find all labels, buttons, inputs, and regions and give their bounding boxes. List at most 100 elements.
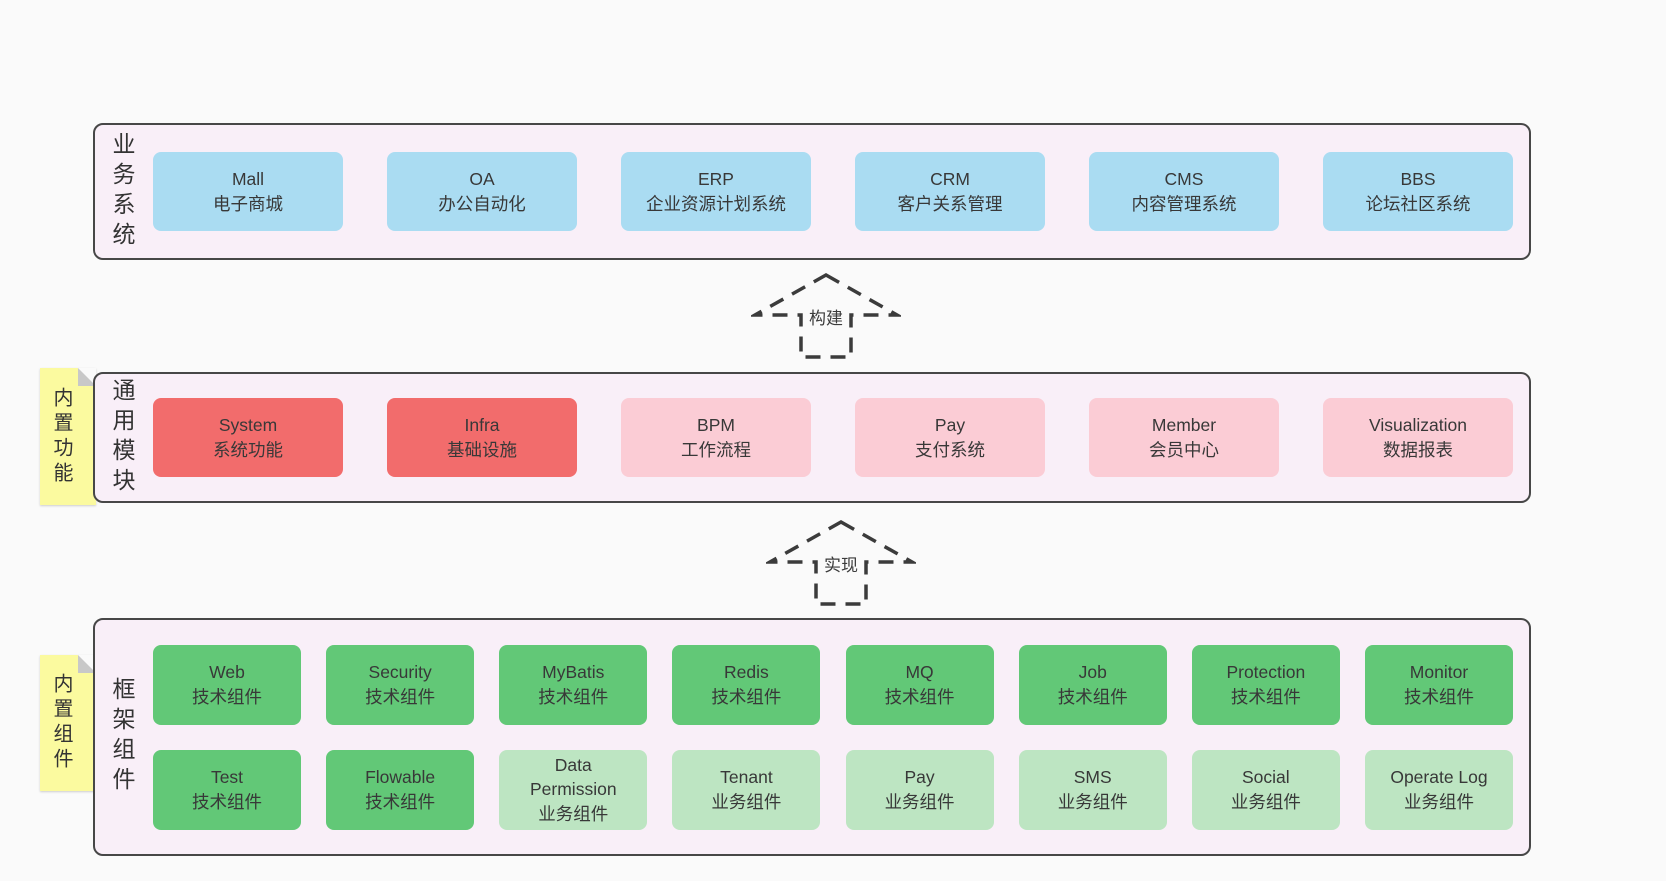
section-title: 框架组件 — [109, 677, 135, 797]
box-subtitle: 技术组件 — [365, 686, 436, 707]
box-title: CRM — [930, 169, 970, 190]
box-mybatis: MyBatis 技术组件 — [499, 644, 648, 725]
box-subtitle: 业务组件 — [711, 791, 782, 812]
box-social: Social 业务组件 — [1191, 749, 1340, 830]
box-subtitle: 技术组件 — [1403, 686, 1474, 707]
box-visualization: Visualization 数据报表 — [1323, 398, 1513, 477]
framework-components-grid: Web 技术组件 Security 技术组件 MyBatis 技术组件 Redi… — [133, 644, 1529, 830]
box-test: Test 技术组件 — [153, 749, 301, 830]
box-subtitle: 系统功能 — [213, 439, 283, 460]
box-title: Job — [1078, 662, 1107, 683]
box-subtitle: 技术组件 — [192, 686, 262, 707]
build-arrow-icon: 构建 — [751, 272, 901, 360]
box-member: Member 会员中心 — [1089, 398, 1279, 477]
common-modules-row: System 系统功能 Infra 基础设施 BPM 工作流程 Pay 支付系统… — [133, 398, 1529, 477]
box-subtitle: 基础设施 — [447, 439, 517, 460]
box-title: Tenant — [720, 767, 773, 788]
box-oa: OA 办公自动化 — [387, 152, 577, 231]
box-title: BPM — [697, 415, 735, 436]
box-cms: CMS 内容管理系统 — [1089, 152, 1279, 231]
box-pay-system: Pay 支付系统 — [855, 398, 1045, 477]
box-mall: Mall 电子商城 — [153, 152, 343, 231]
box-subtitle: 客户关系管理 — [897, 193, 1003, 214]
box-pay-component: Pay 业务组件 — [845, 749, 994, 830]
box-title: Security — [368, 662, 432, 683]
box-title: BBS — [1400, 169, 1436, 190]
box-flowable: Flowable 技术组件 — [326, 749, 475, 830]
sticky-note-built-in-features: 内置功能 — [40, 368, 96, 505]
box-subtitle: 技术组件 — [711, 686, 782, 707]
box-title: System — [218, 415, 278, 436]
business-systems-row: Mall 电子商城 OA 办公自动化 ERP 企业资源计划系统 CRM 客户关系… — [133, 152, 1529, 231]
box-subtitle: 论坛社区系统 — [1365, 193, 1471, 214]
box-subtitle: 业务组件 — [1057, 791, 1128, 812]
box-subtitle: 会员中心 — [1149, 439, 1219, 460]
box-job: Job 技术组件 — [1018, 644, 1167, 725]
box-protection: Protection 技术组件 — [1191, 644, 1340, 725]
section-title: 业务系统 — [109, 131, 135, 252]
box-subtitle: 业务组件 — [1403, 791, 1474, 812]
box-redis: Redis 技术组件 — [672, 644, 821, 725]
box-infra: Infra 基础设施 — [387, 398, 577, 477]
box-title: Pay — [904, 767, 935, 788]
dashed-up-arrow-icon — [766, 519, 916, 606]
box-subtitle: 工作流程 — [681, 439, 751, 460]
box-title: Pay — [934, 415, 966, 436]
box-data-permission: Data Permission 业务组件 — [499, 749, 648, 830]
box-monitor: Monitor 技术组件 — [1364, 644, 1513, 725]
box-subtitle: 内容管理系统 — [1131, 193, 1237, 214]
box-subtitle: 数据报表 — [1383, 439, 1453, 460]
box-title: CMS — [1164, 169, 1204, 190]
box-subtitle: 技术组件 — [1057, 686, 1128, 707]
box-title: Flowable — [365, 767, 436, 788]
box-security: Security 技术组件 — [326, 644, 475, 725]
box-subtitle: 技术组件 — [884, 686, 955, 707]
framework-row-1: Web 技术组件 Security 技术组件 MyBatis 技术组件 Redi… — [153, 644, 1513, 725]
box-title: ERP — [698, 169, 734, 190]
box-title: Social — [1242, 767, 1290, 788]
section-title: 通用模块 — [109, 377, 135, 498]
box-title: Protection — [1226, 662, 1306, 683]
box-web: Web 技术组件 — [153, 644, 301, 725]
box-subtitle: 技术组件 — [538, 686, 609, 707]
sticky-note-label: 内置功能 — [50, 386, 72, 487]
sticky-note-built-in-components: 内置组件 — [40, 655, 96, 791]
box-subtitle: 电子商城 — [213, 193, 283, 214]
box-title: Test — [210, 767, 244, 788]
box-subtitle: 企业资源计划系统 — [646, 193, 786, 214]
box-system: System 系统功能 — [153, 398, 343, 477]
box-title: Redis — [724, 662, 769, 683]
section-common-modules: 通用模块 System 系统功能 Infra 基础设施 BPM 工作流程 Pay… — [93, 372, 1531, 503]
box-subtitle: 业务组件 — [1230, 791, 1301, 812]
box-bbs: BBS 论坛社区系统 — [1323, 152, 1513, 231]
box-tenant: Tenant 业务组件 — [672, 749, 821, 830]
box-title: MyBatis — [542, 662, 605, 683]
section-business-systems: 业务系统 Mall 电子商城 OA 办公自动化 ERP 企业资源计划系统 CRM… — [93, 123, 1531, 260]
box-title: Member — [1151, 415, 1217, 436]
box-subtitle: 技术组件 — [1230, 686, 1301, 707]
box-bpm: BPM 工作流程 — [621, 398, 811, 477]
box-subtitle: 办公自动化 — [438, 193, 526, 214]
box-title: Infra — [464, 415, 500, 436]
box-title: Mall — [231, 169, 265, 190]
box-erp: ERP 企业资源计划系统 — [621, 152, 811, 231]
box-title: Monitor — [1409, 662, 1469, 683]
box-subtitle: 技术组件 — [192, 791, 262, 812]
build-arrow-label: 构建 — [804, 302, 848, 331]
box-title: MQ — [905, 662, 934, 683]
box-subtitle: 业务组件 — [884, 791, 955, 812]
section-framework-components: 框架组件 Web 技术组件 Security 技术组件 MyBatis 技术组件… — [93, 618, 1531, 856]
sticky-note-label: 内置组件 — [50, 673, 72, 773]
framework-row-2: Test 技术组件 Flowable 技术组件 Data Permission … — [153, 749, 1513, 830]
box-crm: CRM 客户关系管理 — [855, 152, 1045, 231]
implement-arrow-icon: 实现 — [766, 519, 916, 607]
box-title: Operate Log — [1390, 767, 1488, 788]
box-sms: SMS 业务组件 — [1018, 749, 1167, 830]
box-title: Data Permission — [530, 755, 617, 800]
box-subtitle: 支付系统 — [915, 439, 985, 460]
box-title: Visualization — [1369, 415, 1467, 436]
implement-arrow-label: 实现 — [819, 549, 863, 578]
box-title: Web — [209, 662, 245, 683]
box-operate-log: Operate Log 业务组件 — [1364, 749, 1513, 830]
